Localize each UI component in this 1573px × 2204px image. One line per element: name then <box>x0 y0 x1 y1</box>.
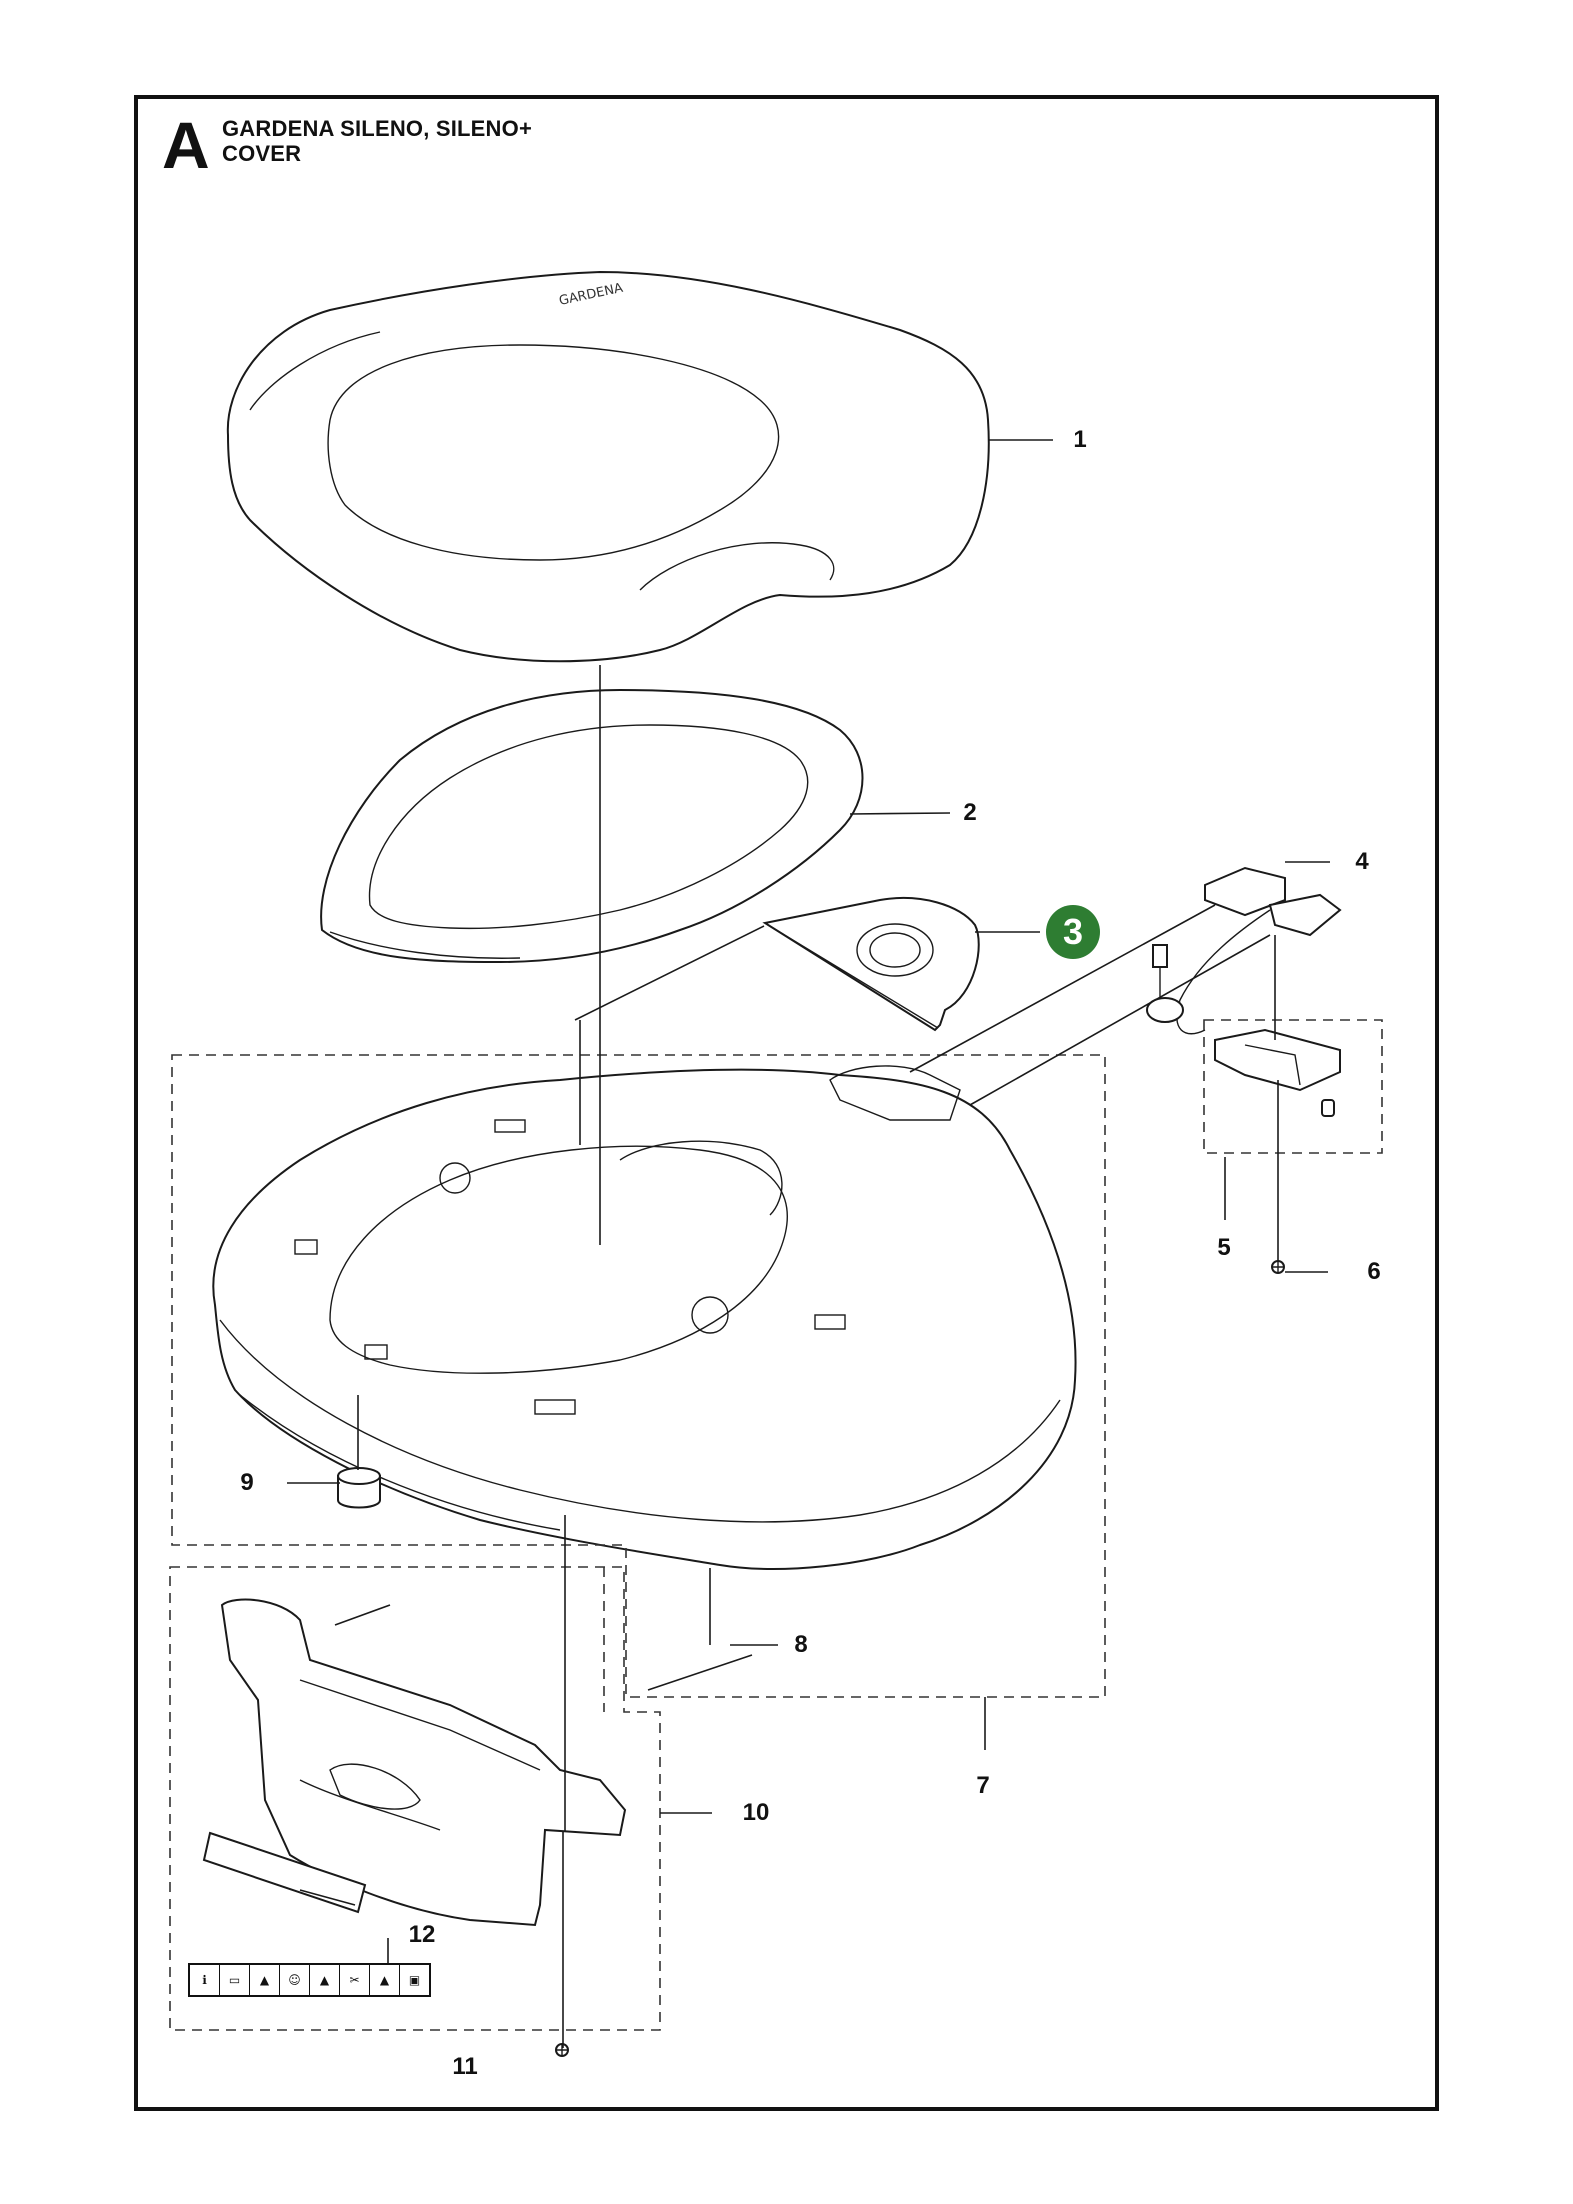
warning-triangle-icon: ▲ <box>310 1965 340 1995</box>
callout-7: 7 <box>976 1772 990 1799</box>
person-icon: ☺ <box>280 1965 310 1995</box>
blade-icon: ✂ <box>340 1965 370 1995</box>
screw-part-11 <box>555 2043 569 2057</box>
latch-part <box>1146 866 1342 1035</box>
assembly-5-outline <box>1203 1019 1383 1154</box>
assembly-7-outline <box>171 1054 1106 1698</box>
rod-part <box>647 1654 753 1691</box>
leader-lines <box>287 439 1330 2048</box>
warning-label-sheet: ℹ ▭ ▲ ☺ ▲ ✂ ▲ ▣ <box>188 1963 431 1997</box>
callout-4: 4 <box>1355 848 1369 875</box>
plug-part <box>337 1467 381 1509</box>
page-title: GARDENA SILENO, SILENO+ <box>222 116 532 141</box>
decal-strip-part <box>202 1831 367 1914</box>
drawing-frame <box>134 95 1439 2111</box>
callout-3-highlighted: 3 <box>1046 905 1100 959</box>
frame-ring-part <box>320 688 864 964</box>
assembly-10-outline <box>169 1566 661 2031</box>
callout-10: 10 <box>742 1799 770 1826</box>
callout-2: 2 <box>963 799 977 826</box>
top-cover-part: GARDENA <box>226 270 990 663</box>
screw-part-6 <box>1271 1260 1285 1274</box>
warning-triangle-icon: ▲ <box>370 1965 400 1995</box>
callout-5: 5 <box>1217 1234 1231 1261</box>
hatch-plate-part <box>762 897 980 1032</box>
warning-triangle-icon: ▲ <box>250 1965 280 1995</box>
callout-6: 6 <box>1367 1258 1381 1285</box>
section-letter: A <box>162 108 210 182</box>
callout-1: 1 <box>1073 426 1087 453</box>
info-icon: ℹ <box>190 1965 220 1995</box>
chassis-body-part <box>212 1065 1077 1570</box>
book-icon: ▭ <box>220 1965 250 1995</box>
callout-8: 8 <box>794 1631 808 1658</box>
callout-9: 9 <box>240 1469 254 1496</box>
lock-icon: ▣ <box>408 1973 421 1987</box>
callout-12: 12 <box>408 1921 436 1948</box>
callout-11: 11 <box>452 2053 478 2080</box>
page-subtitle: COVER <box>222 141 302 166</box>
switch-module-part <box>1214 1028 1341 1117</box>
